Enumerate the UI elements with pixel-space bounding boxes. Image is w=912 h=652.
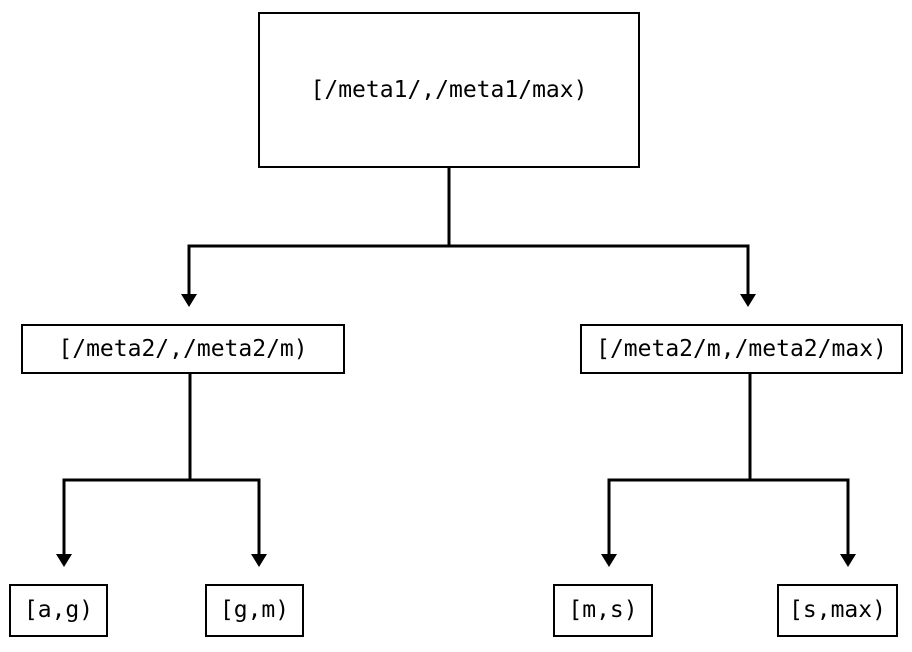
node-leaf-smax-label: [s,max) [789,597,886,623]
node-mid-left-label: [/meta2/,/meta2/m) [58,335,308,362]
edge-mid-left-to-leaves [56,374,267,567]
node-leaf-gm[interactable]: [g,m) [205,584,304,637]
node-mid-right[interactable]: [/meta2/m,/meta2/max) [580,324,903,374]
node-leaf-gm-label: [g,m) [219,597,290,623]
edge-mid-right-to-leaves [601,374,856,567]
arrowhead-to-leaf-smax-icon [840,554,856,567]
arrowhead-to-leaf-gm-icon [251,554,267,567]
node-leaf-ag[interactable]: [a,g) [9,584,108,637]
node-root-label: [/meta1/,/meta1/max) [310,76,588,103]
arrowhead-to-leaf-ag-icon [56,554,72,567]
arrowhead-to-leaf-ms-icon [601,554,617,567]
node-mid-right-label: [/meta2/m,/meta2/max) [596,335,887,362]
node-leaf-smax[interactable]: [s,max) [777,584,898,637]
node-leaf-ag-label: [a,g) [23,597,94,623]
node-mid-left[interactable]: [/meta2/,/meta2/m) [21,324,345,374]
arrowhead-to-mid-left-icon [181,294,197,307]
edge-root-to-mid-level [181,168,756,307]
node-root[interactable]: [/meta1/,/meta1/max) [258,12,640,168]
node-leaf-ms-label: [m,s) [568,597,638,623]
arrowhead-to-mid-right-icon [740,294,756,307]
node-leaf-ms[interactable]: [m,s) [553,584,653,637]
